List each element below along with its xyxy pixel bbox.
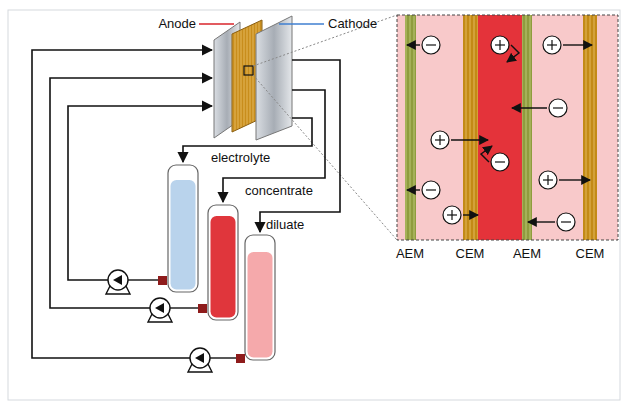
- frame: [8, 10, 620, 400]
- electrode-label: Cathode: [328, 16, 377, 31]
- pumps: [106, 270, 245, 372]
- ion-arrows: [407, 45, 592, 222]
- stream-label: electrolyte: [211, 150, 270, 165]
- membrane-label: AEM: [513, 246, 541, 261]
- cathode-leader: [279, 23, 324, 25]
- membrane-label: CEM: [576, 246, 605, 261]
- feed-pipes: [32, 50, 212, 358]
- electrode-label: Anode: [158, 16, 196, 31]
- ed-stack: [214, 16, 292, 140]
- stream-label: concentrate: [245, 183, 313, 198]
- anode-leader: [199, 23, 234, 25]
- membrane-label: CEM: [456, 246, 485, 261]
- ion-symbols: [422, 36, 575, 231]
- return-pipes: [183, 60, 340, 232]
- membrane-label: AEM: [396, 246, 424, 261]
- stream-label: diluate: [266, 217, 304, 232]
- membrane-inset: [397, 15, 618, 240]
